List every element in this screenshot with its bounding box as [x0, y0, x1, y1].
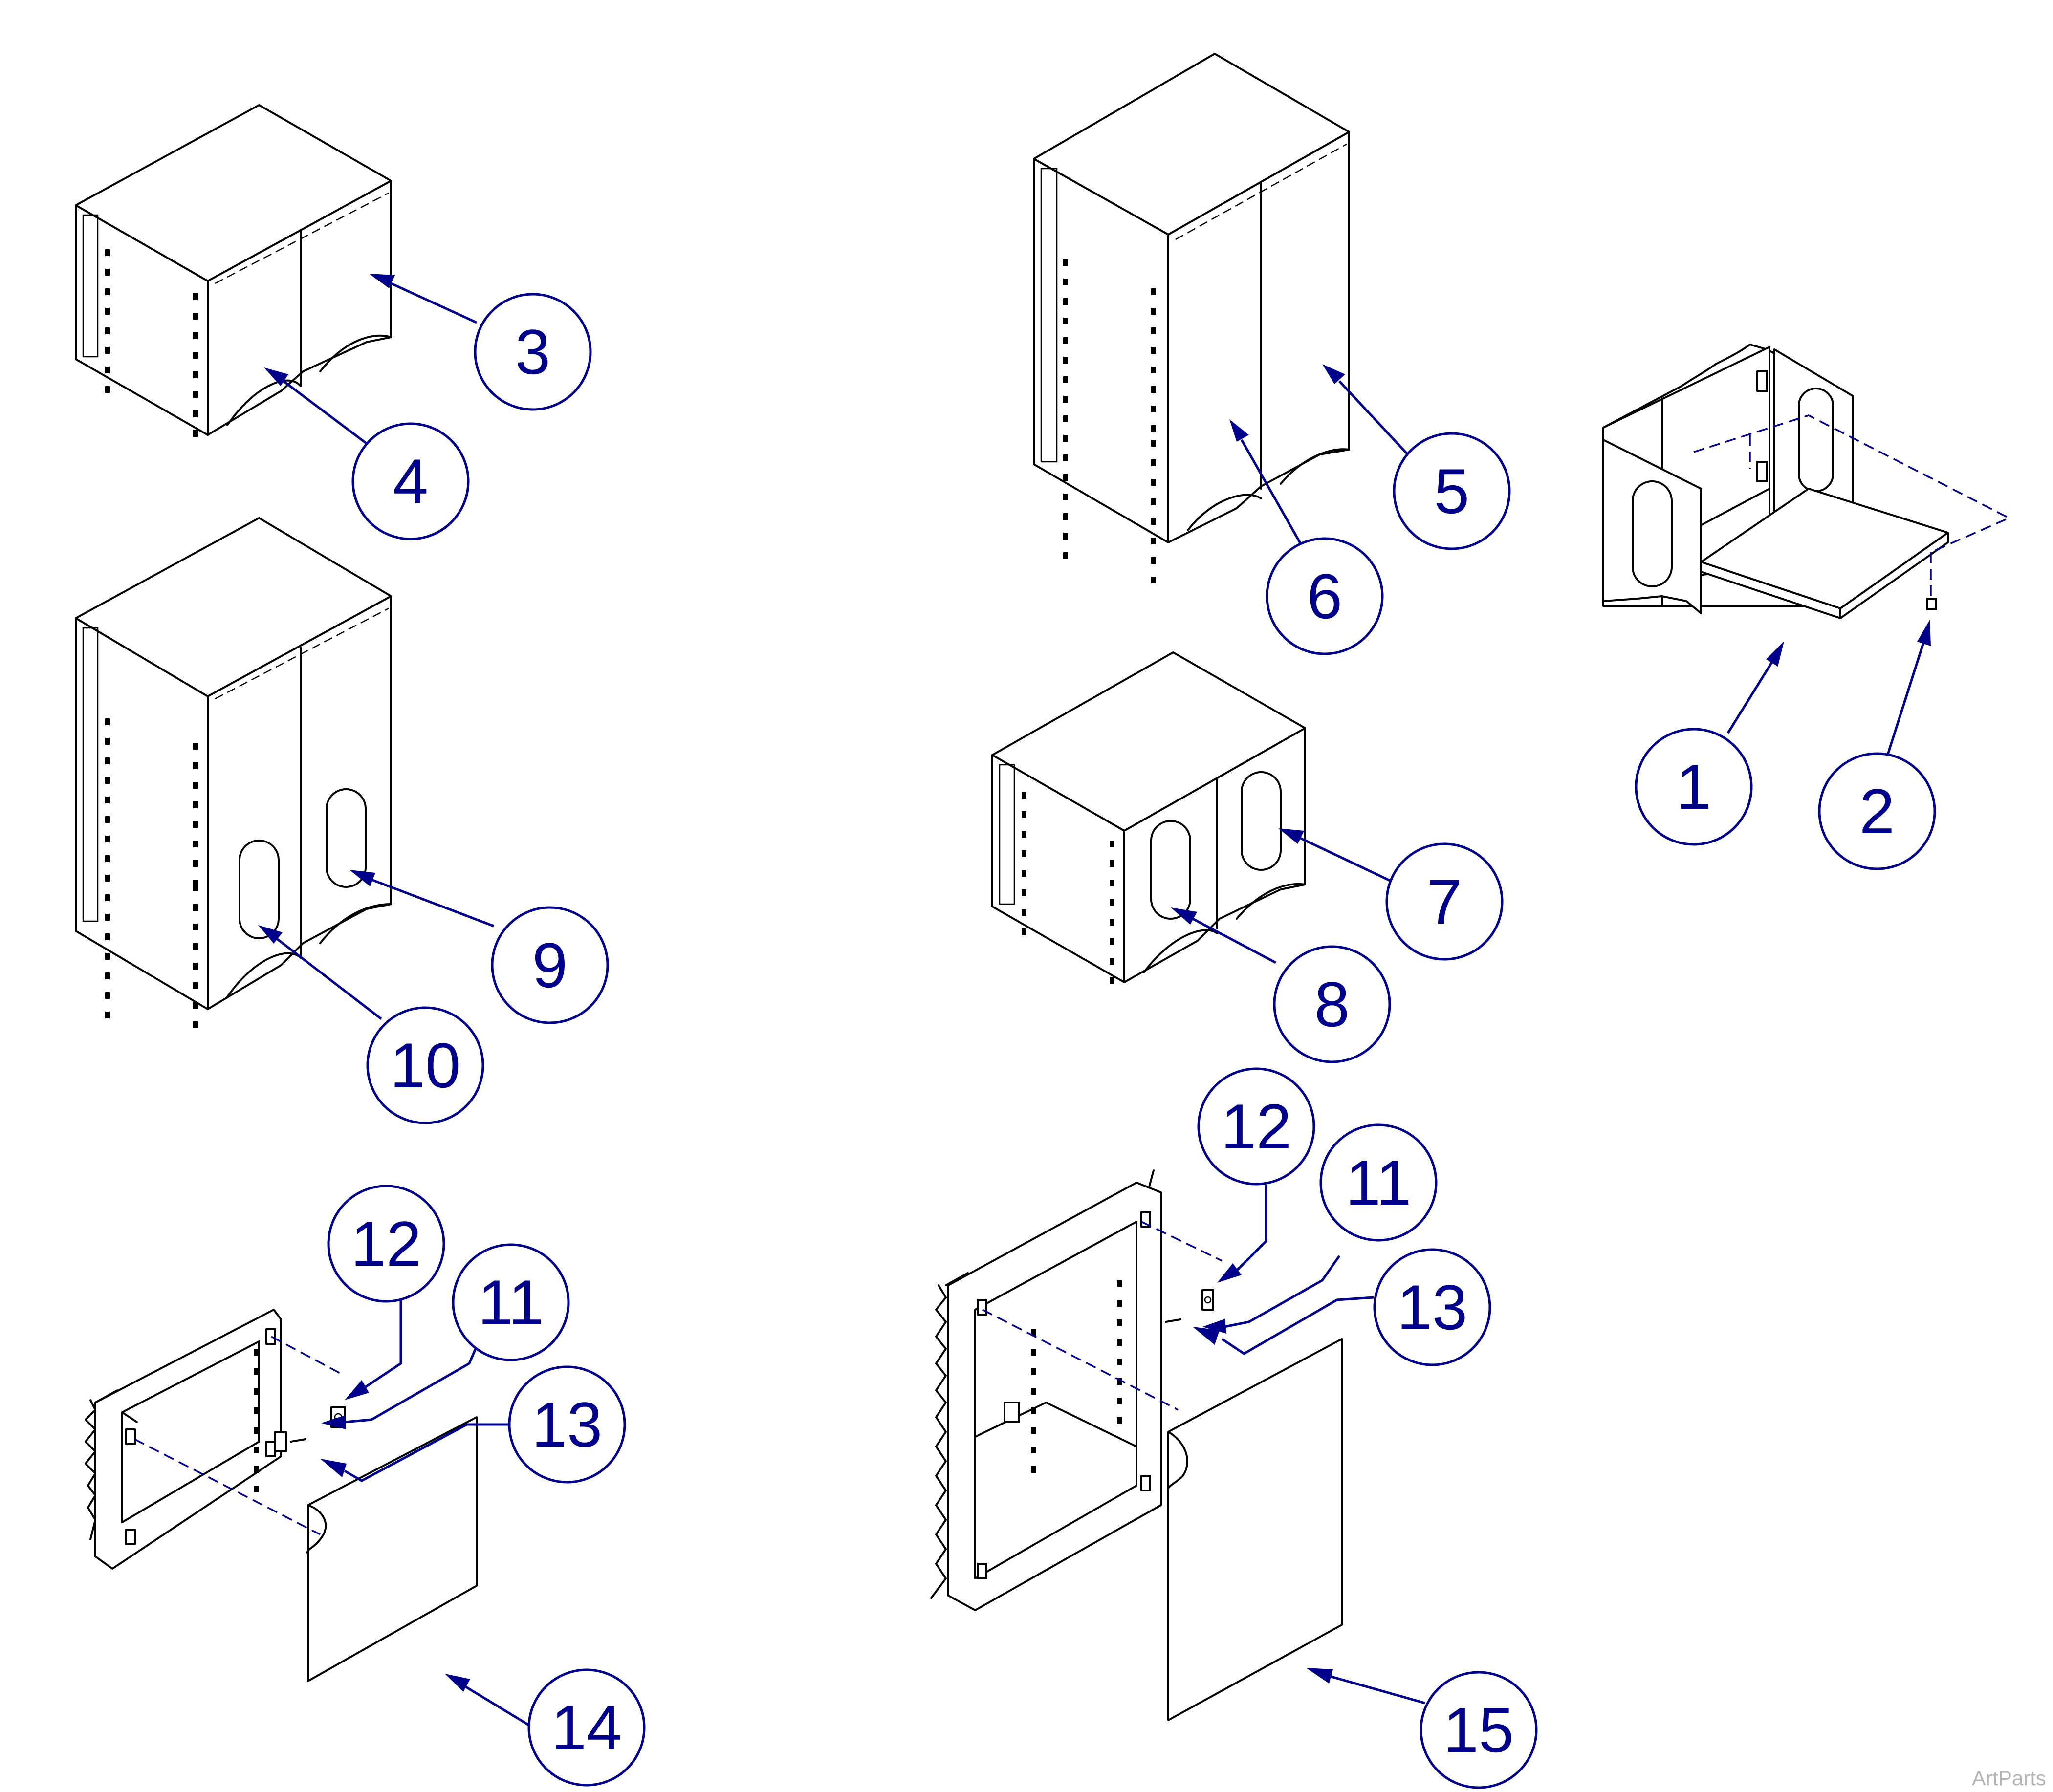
cabinet-tall-window-doors	[75, 517, 392, 1028]
callout-label: 6	[1307, 561, 1342, 632]
callout-label: 13	[532, 1389, 603, 1460]
watermark: ArtParts	[1972, 1767, 2046, 1790]
callout-label: 11	[1346, 1147, 1412, 1218]
callout-label: 5	[1434, 455, 1469, 527]
callout-9: 9	[491, 906, 609, 1024]
callout-12-right: 12	[1197, 1067, 1315, 1186]
callout-label: 1	[1676, 751, 1711, 822]
callout-10: 10	[366, 1006, 484, 1124]
callout-label: 15	[1443, 1694, 1514, 1766]
callout-label: 14	[551, 1692, 622, 1763]
callout-3: 3	[474, 293, 592, 411]
callout-label: 12	[1221, 1091, 1292, 1162]
callout-label: 12	[351, 1208, 422, 1279]
callout-label: 8	[1314, 969, 1350, 1040]
leader-lines	[258, 274, 1931, 1729]
callout-label: 9	[532, 929, 568, 1001]
callout-13-left: 13	[508, 1365, 626, 1484]
callout-7: 7	[1385, 842, 1504, 961]
callout-label: 10	[390, 1030, 461, 1101]
callout-2: 2	[1818, 752, 1936, 870]
callout-label: 7	[1427, 866, 1462, 937]
callout-11-left: 11	[452, 1243, 570, 1361]
door-assembly-short	[85, 1309, 478, 1682]
callout-label: 3	[515, 316, 550, 388]
cabinet-open-with-shelf	[1602, 344, 2011, 619]
callout-1: 1	[1635, 728, 1753, 846]
callout-15: 15	[1420, 1671, 1538, 1789]
callout-4: 4	[351, 422, 470, 540]
callout-label: 2	[1859, 776, 1895, 847]
callout-5: 5	[1393, 432, 1511, 550]
callout-6: 6	[1266, 537, 1384, 655]
callout-13-right: 13	[1373, 1248, 1491, 1366]
callout-label: 11	[478, 1267, 544, 1338]
cabinet-tall-solid-doors	[1033, 53, 1350, 583]
callout-14: 14	[527, 1668, 646, 1787]
door-assembly-tall	[930, 1169, 1343, 1721]
cabinet-short-solid-doors	[75, 104, 392, 437]
callout-11-right: 11	[1319, 1123, 1438, 1242]
callout-label: 13	[1397, 1272, 1468, 1343]
callout-12-left: 12	[327, 1185, 445, 1303]
callout-8: 8	[1273, 945, 1391, 1063]
callout-label: 4	[393, 446, 428, 517]
cabinet-short-window-doors	[991, 651, 1306, 984]
